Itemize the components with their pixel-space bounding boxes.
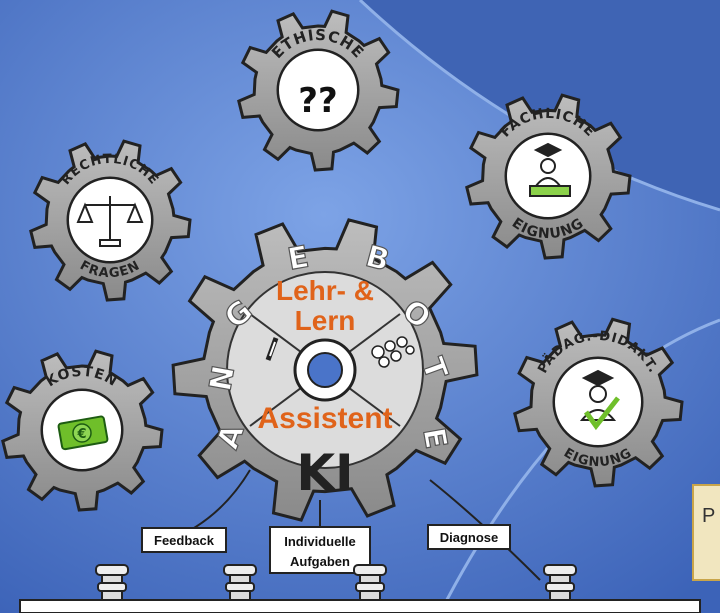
main-gear-middle-text: Assistent	[257, 402, 392, 435]
right-partial-box	[692, 484, 720, 581]
graduate-checkmark-icon	[579, 369, 620, 431]
label-aufgaben: Individuelle Aufgaben	[269, 526, 371, 574]
label-aufgaben-line1: Individuelle	[284, 534, 356, 549]
pencil-icon	[265, 337, 279, 361]
peg-icon	[95, 564, 129, 601]
gear-paedag: PÄDAG.-DIDAKT. EIGNUNG	[513, 317, 684, 488]
gear-rechtliche-label-bottom: FRAGEN	[77, 258, 143, 281]
background-region-top-right	[360, 0, 720, 210]
peg-icon	[353, 564, 387, 601]
gear-kosten: KOSTEN €	[1, 349, 164, 512]
main-gear-letter: N	[203, 363, 242, 394]
label-diagnose: Diagnose	[427, 524, 511, 550]
gear-inner-disc	[277, 49, 359, 131]
svg-text:€: €	[76, 427, 86, 442]
main-gear-bottom-text: KI	[296, 444, 353, 502]
peg-icon	[543, 564, 577, 601]
label-feedback: Feedback	[141, 527, 227, 553]
label-aufgaben-line2: Aufgaben	[290, 554, 350, 569]
scales-icon	[76, 196, 144, 247]
peg-icon	[223, 564, 257, 601]
bottom-shelf	[19, 564, 701, 613]
gears-dots-icon	[371, 336, 415, 368]
right-partial-box-text: P	[702, 505, 715, 527]
label-feedback-text: Feedback	[154, 533, 215, 548]
main-gear-top-line2: Lern	[295, 305, 356, 336]
main-gear-top-line1: Lehr- &	[276, 275, 374, 306]
gear-ethische: ETHISCHE ??	[237, 9, 400, 172]
label-diagnose-text: Diagnose	[440, 530, 499, 545]
graduate-book-icon	[529, 142, 571, 197]
main-gear-hole	[307, 352, 343, 388]
euro-banknote-icon: €	[57, 415, 109, 451]
question-marks-icon: ??	[298, 81, 337, 121]
